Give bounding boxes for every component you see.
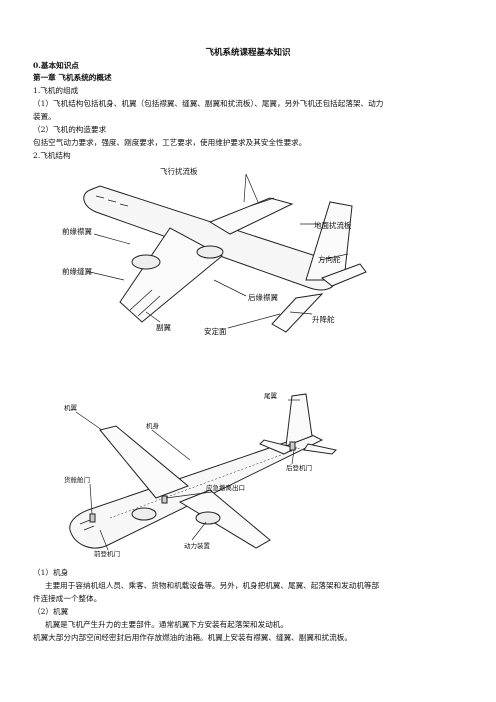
- label-le-flap: 前缘襟翼: [62, 226, 92, 236]
- paragraph: 装置。: [33, 112, 56, 121]
- sub-heading: （2）飞机的构造要求: [33, 125, 107, 134]
- label-stabilizer: 安定面: [204, 326, 227, 336]
- label-wing: 机翼: [64, 403, 78, 412]
- engine-shape: [195, 511, 221, 525]
- vertical-tail-outline: [305, 201, 353, 281]
- chapter-heading: 第一章 飞机系统的概述: [33, 73, 112, 82]
- engine-shape: [131, 507, 157, 521]
- paragraph: 机翼是飞机产生升力的主要部件。通常机翼下方安装有起落架和发动机。: [45, 620, 288, 629]
- vertical-tail-outline: [285, 393, 313, 447]
- horizontal-stabilizer-outline: [271, 293, 324, 333]
- paragraph: 机翼大部分内部空间经密封后用作存放燃油的油箱。机翼上安装有襟翼、缝翼、副翼和扰流…: [33, 633, 352, 642]
- label-powerplant: 动力装置: [184, 541, 211, 550]
- fuselage-outline: [83, 185, 343, 291]
- sub-heading: （2）机翼: [33, 607, 69, 616]
- aircraft-components-figure: 尾翼 机翼 机身 后登机门 应急撤离出口 货舱舱门 前登机门 动力装置: [64, 392, 338, 558]
- paragraph: （1）飞机结构包括机身、机翼（包括襟翼、缝翼、副翼和扰流板）、尾翼，另外飞机还包…: [33, 99, 384, 108]
- label-elevator: 升降舵: [312, 314, 335, 324]
- section-heading: 0.基本知识点: [33, 61, 79, 70]
- engine-shape: [131, 254, 161, 270]
- sub-heading: （1）机身: [33, 568, 69, 577]
- item-heading: 2.飞机结构: [33, 151, 71, 160]
- label-flight-spoiler: 飞行扰流板: [160, 166, 198, 176]
- label-emergency-exit: 应急撤离出口: [206, 483, 245, 492]
- fuselage-outline: [69, 433, 324, 549]
- label-rear-door: 后登机门: [286, 463, 312, 472]
- label-aileron: 副翼: [156, 323, 171, 332]
- label-le-slat: 前缘缝翼: [62, 266, 92, 276]
- aircraft-structure-figure: 飞行扰流板 地面扰流板 前缘襟翼 前缘缝翼 方向舵 后缘襟翼 副翼 安定面 升降…: [62, 166, 367, 336]
- label-front-door: 前登机门: [94, 549, 120, 558]
- paragraph: 主要用于容纳机组人员、乘客、货物和机载设备等。另外，机身把机翼、尾翼、起落架和发…: [45, 581, 380, 590]
- paragraph: 件连接成一个整体。: [33, 594, 102, 603]
- label-rudder: 方向舵: [318, 254, 341, 264]
- label-ground-spoiler: 地面扰流板: [314, 220, 352, 230]
- engine-shape: [196, 245, 224, 259]
- paragraph: 包括空气动力要求，强度、刚度要求，工艺要求，使用维护要求及其安全性要求。: [33, 138, 307, 147]
- item-heading: 1.飞机的组成: [33, 86, 79, 95]
- label-cargo-door: 货舱舱门: [64, 475, 90, 484]
- page-title: 飞机系统课程基本知识: [205, 48, 291, 58]
- label-fuselage: 机身: [146, 421, 160, 430]
- label-tail: 尾翼: [264, 392, 278, 400]
- label-te-flap: 后缘襟翼: [248, 292, 278, 302]
- wing-outline: [99, 425, 189, 499]
